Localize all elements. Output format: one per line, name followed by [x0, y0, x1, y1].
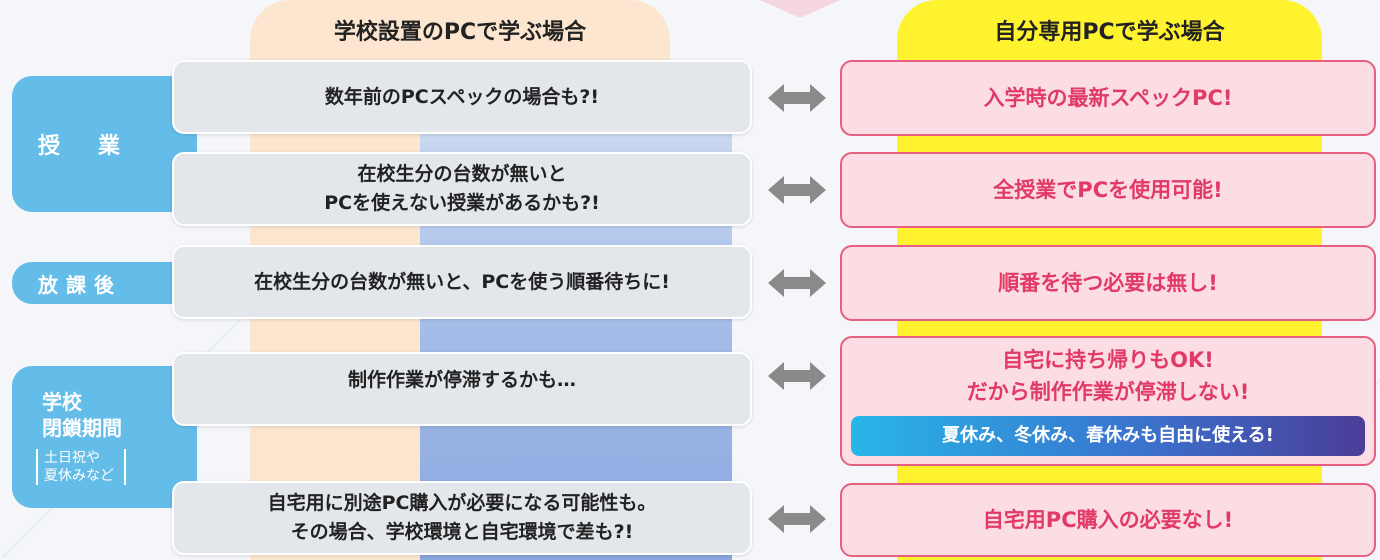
left-item-4-text: 制作作業が停滞するかも… — [347, 369, 576, 391]
row-label-closed-title: 学校 閉鎖期間 — [42, 390, 122, 440]
left-item-2: 在校生分の台数が無いと PCを使えない授業があるかも?! — [172, 152, 752, 226]
double-headed-arrow-icon — [768, 174, 826, 206]
row-label-after-school-text: 放課後 — [38, 272, 122, 297]
row-label-school-closed: 学校 閉鎖期間 土日祝や 夏休みなど — [12, 366, 197, 508]
right-header-title: 自分専用PCで学ぶ場合 — [994, 20, 1225, 45]
left-item-5-text: 自宅用に別途PC購入が必要になる可能性も。 その場合、学校環境と自宅環境で差も?… — [267, 492, 657, 543]
left-item-4: 制作作業が停滞するかも… — [172, 352, 752, 426]
left-item-3: 在校生分の台数が無いと、PCを使う順番待ちに! — [172, 245, 752, 319]
right-item-4: 自宅に持ち帰りもOK! だから制作作業が停滞しない! 夏休み、冬休み、春休みも自… — [840, 336, 1376, 466]
right-item-5: 自宅用PC購入の必要なし! — [840, 483, 1376, 557]
double-headed-arrow-icon — [768, 503, 826, 535]
left-item-5: 自宅用に別途PC購入が必要になる可能性も。 その場合、学校環境と自宅環境で差も?… — [172, 481, 752, 555]
right-item-1-text: 入学時の最新スペックPC! — [983, 86, 1233, 110]
row-label-closed-note: 土日祝や 夏休みなど — [36, 449, 126, 485]
right-item-4-text: 自宅に持ち帰りもOK! だから制作作業が停滞しない! — [966, 348, 1250, 404]
double-headed-arrow-icon — [768, 267, 826, 299]
right-item-5-text: 自宅用PC購入の必要なし! — [982, 508, 1234, 532]
left-item-1-text: 数年前のPCスペックの場合も?! — [324, 85, 600, 108]
right-item-3: 順番を待つ必要は無し! — [840, 245, 1376, 321]
row-label-class-text: 授業 — [38, 134, 159, 159]
double-headed-arrow-icon — [768, 360, 826, 392]
right-item-2-text: 全授業でPCを使用可能! — [993, 178, 1223, 202]
left-item-2-text: 在校生分の台数が無いと PCを使えない授業があるかも?! — [324, 163, 600, 214]
double-headed-arrow-icon — [768, 82, 826, 114]
right-item-4-sub-text: 夏休み、冬休み、春休みも自由に使える! — [942, 425, 1274, 446]
right-item-1: 入学時の最新スペックPC! — [840, 60, 1376, 136]
right-item-2: 全授業でPCを使用可能! — [840, 152, 1376, 228]
row-label-after-school: 放課後 — [12, 262, 197, 304]
row-label-class: 授業 — [12, 76, 197, 212]
right-item-4-sub-banner: 夏休み、冬休み、春休みも自由に使える! — [851, 416, 1365, 456]
left-item-3-text: 在校生分の台数が無いと、PCを使う順番待ちに! — [254, 270, 670, 293]
left-header-title: 学校設置のPCで学ぶ場合 — [333, 20, 587, 45]
right-item-3-text: 順番を待つ必要は無し! — [998, 271, 1218, 295]
left-item-1: 数年前のPCスペックの場合も?! — [172, 60, 752, 134]
